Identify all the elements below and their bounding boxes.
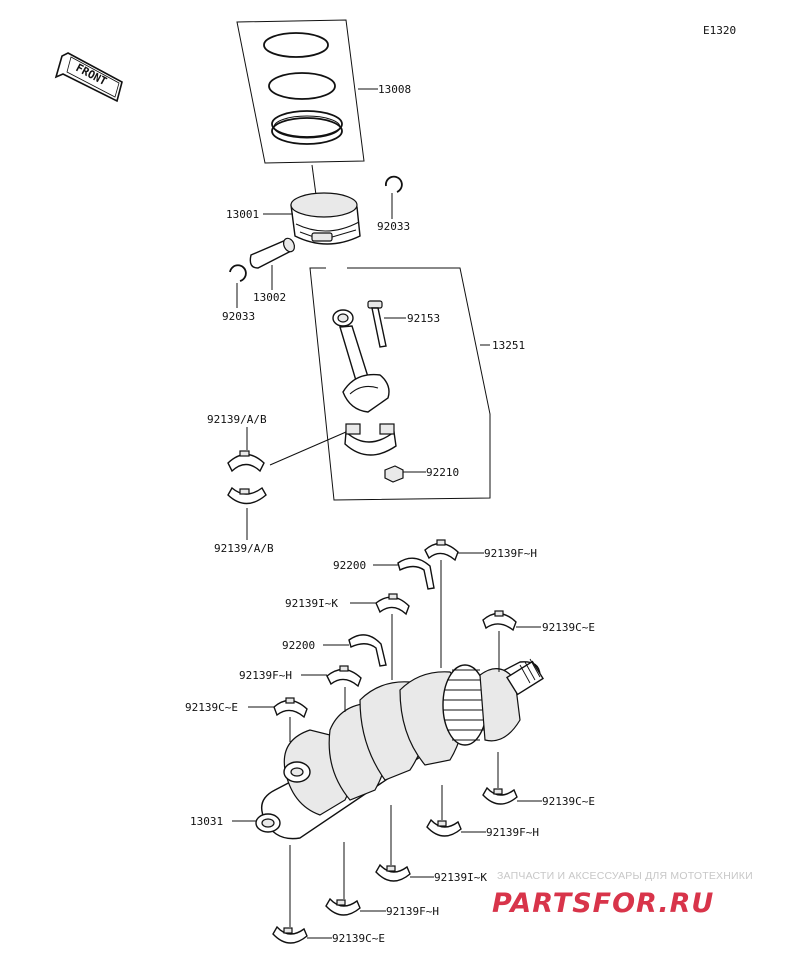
main-bearing-ce-bottom	[272, 925, 308, 944]
circlip-left	[229, 264, 247, 282]
label-crankshaft: 13031	[190, 815, 223, 828]
label-thrust-washer-top: 92200	[333, 559, 366, 572]
thrust-washer-mid	[348, 634, 387, 667]
piston	[290, 164, 361, 245]
crankshaft	[255, 658, 544, 840]
watermark-logo: PARTSFOR.RU	[492, 888, 714, 919]
connecting-rod	[332, 309, 390, 413]
diagram-code: E1320	[703, 24, 736, 37]
label-thrust-washer-mid: 92200	[282, 639, 315, 652]
label-conrod-bolt: 92153	[407, 312, 440, 325]
main-bearing-ik-bottom	[375, 863, 411, 882]
watermark-tagline: ЗАПЧАСТИ И АКСЕССУАРЫ ДЛЯ МОТОТЕХНИКИ	[497, 870, 753, 882]
label-main-bearing-ik-bottom: 92139I~K	[434, 871, 487, 884]
label-conrod-nut: 92210	[426, 466, 459, 479]
label-main-bearing-ce-right-top: 92139C~E	[542, 621, 595, 634]
watermark: ЗАПЧАСТИ И АКСЕССУАРЫ ДЛЯ МОТОТЕХНИКИ PA…	[492, 870, 753, 919]
label-main-bearing-ce-bottom: 92139C~E	[332, 932, 385, 945]
conrod-nut	[384, 465, 404, 483]
main-bearing-ce-left	[273, 697, 308, 719]
main-bearing-ce-right-bottom	[482, 786, 518, 805]
main-bearing-fh-left	[326, 665, 362, 688]
conrod-cap	[344, 423, 397, 456]
piston-ring-set	[236, 19, 365, 164]
circlip-right	[385, 175, 403, 193]
main-bearing-ik-top	[375, 593, 410, 616]
conrod-bearing-lower	[227, 486, 267, 505]
label-piston-pin: 13002	[253, 291, 286, 304]
label-main-bearing-fh-left: 92139F~H	[239, 669, 292, 682]
label-conrod-bearing-lower: 92139/A/B	[214, 542, 274, 555]
front-arrow-icon: FRONT	[54, 52, 123, 103]
main-bearing-fh-top	[424, 539, 459, 562]
label-main-bearing-fh-right-bottom: 92139F~H	[486, 826, 539, 839]
label-piston: 13001	[226, 208, 259, 221]
label-circlip-right: 92033	[377, 220, 410, 233]
label-circlip-left: 92033	[222, 310, 255, 323]
main-bearing-ce-right-top	[482, 610, 517, 632]
piston-pin	[249, 237, 296, 269]
label-piston-ring-set: 13008	[378, 83, 411, 96]
conrod-bearing-upper	[227, 450, 265, 473]
label-main-bearing-fh-bottom: 92139F~H	[386, 905, 439, 918]
label-conrod-assembly: 13251	[492, 339, 525, 352]
main-bearing-fh-right-bottom	[426, 818, 462, 837]
main-bearing-fh-bottom	[325, 897, 361, 916]
label-main-bearing-ce-left: 92139C~E	[185, 701, 238, 714]
thrust-washer-top	[397, 557, 435, 590]
conrod-bolt	[367, 300, 387, 348]
label-conrod-bearing-upper: 92139/A/B	[207, 413, 267, 426]
label-main-bearing-ce-right-bottom: 92139C~E	[542, 795, 595, 808]
label-main-bearing-ik-top: 92139I~K	[285, 597, 338, 610]
label-main-bearing-fh-top: 92139F~H	[484, 547, 537, 560]
